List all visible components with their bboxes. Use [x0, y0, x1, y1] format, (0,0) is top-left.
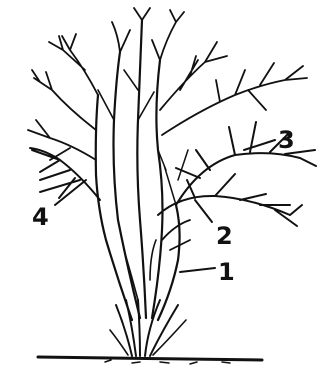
ground-line	[38, 357, 262, 364]
callout-leaders	[55, 140, 275, 272]
callout-3: 3	[278, 126, 295, 154]
branches	[28, 8, 316, 250]
callout-4: 4	[32, 203, 49, 231]
callout-1: 1	[218, 258, 235, 286]
basal-shoots	[110, 300, 186, 356]
callout-2: 2	[216, 222, 233, 250]
main-trunks	[96, 20, 180, 320]
